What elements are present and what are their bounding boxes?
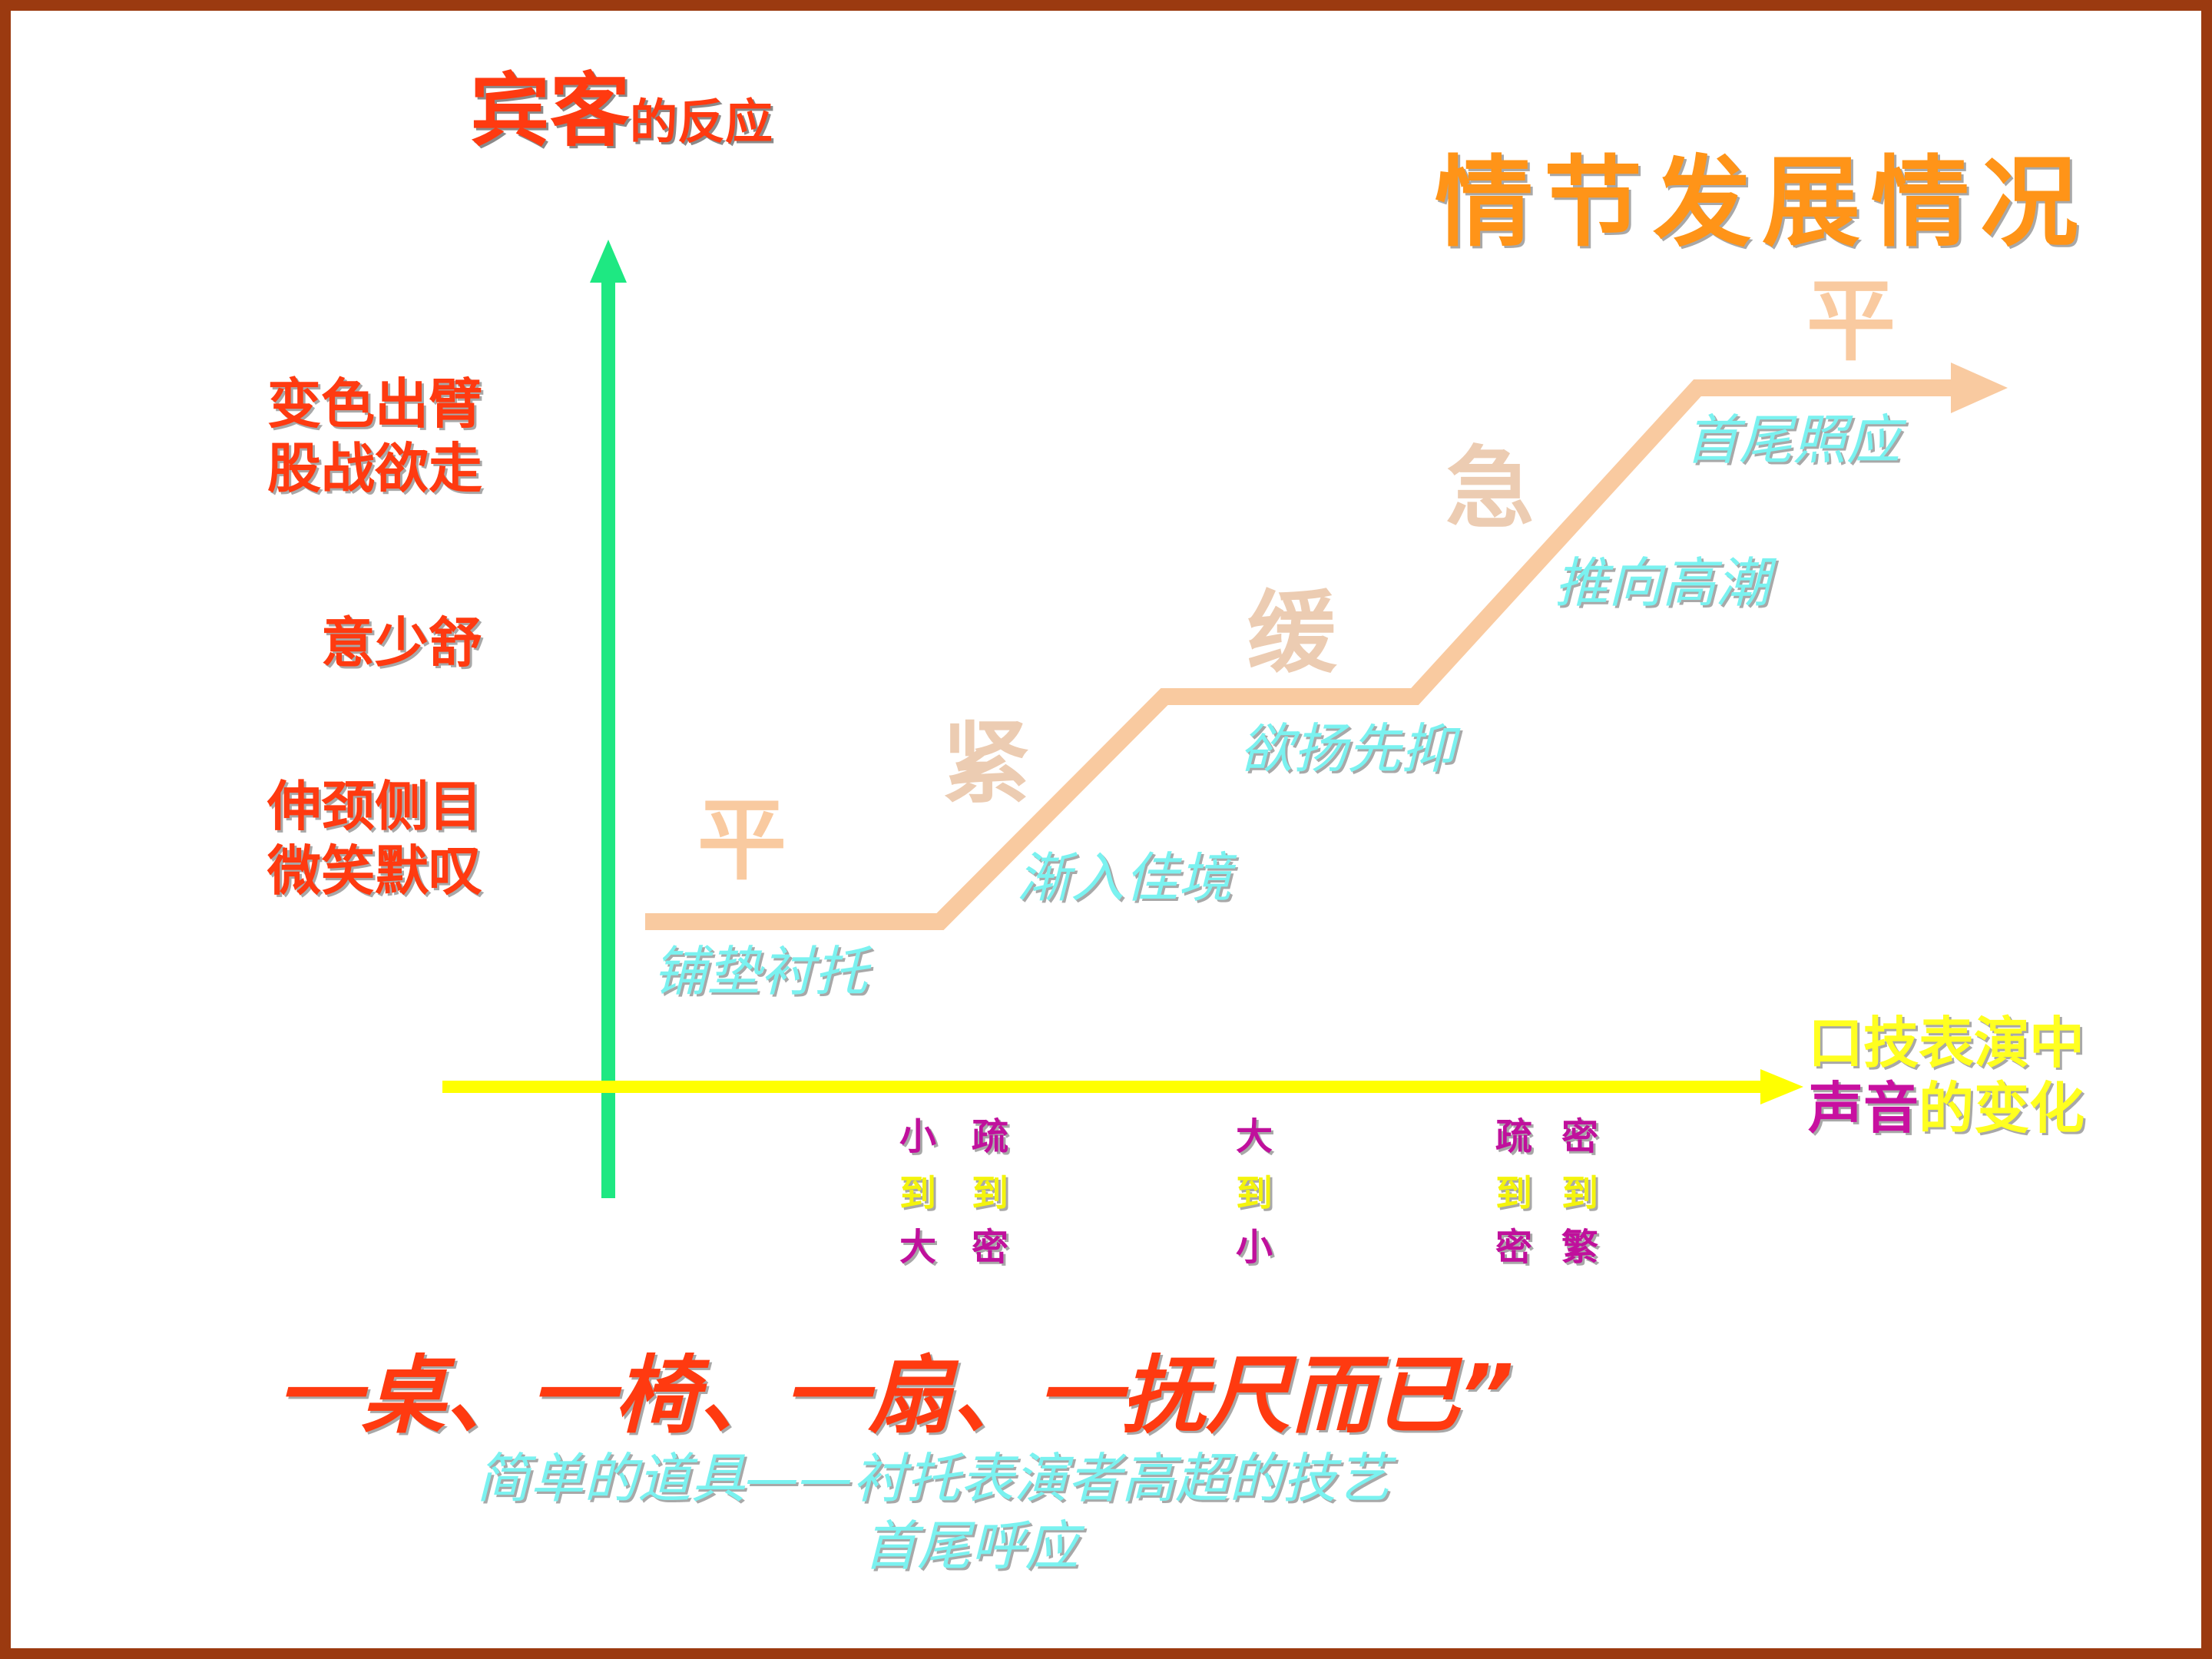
stage-desc: 渐入佳境: [1017, 846, 1232, 909]
voice-change-char: 密: [1495, 1226, 1532, 1269]
stage-desc: 欲扬先抑: [1240, 717, 1455, 780]
reaction-text: 意少舒: [321, 611, 482, 674]
reaction-middle: 意少舒: [321, 611, 482, 675]
voice-change-char: 疏: [1495, 1115, 1532, 1158]
x-axis-label-voice: 声音: [1808, 1075, 1919, 1141]
stage-desc: 首尾照应: [1685, 409, 1900, 472]
y-axis-arrow: [590, 240, 627, 283]
voice-change-char: 大: [899, 1226, 936, 1269]
plot-title: 情节发展情况: [1435, 145, 2090, 260]
reaction-low: 伸颈侧目 微笑默叹: [267, 774, 482, 903]
stage-desc: 推向高潮: [1555, 551, 1770, 614]
stage-char-ji: 急: [1445, 436, 1535, 541]
voice-change-char: 到: [971, 1172, 1008, 1215]
x-axis-label-line1: 口技表演中: [1808, 1011, 2085, 1075]
stage-char-ping-end: 平: [1806, 269, 1896, 373]
voice-change-char: 到: [1495, 1172, 1532, 1215]
voice-change-char: 密: [971, 1226, 1008, 1269]
voice-change-char: 到: [899, 1172, 936, 1215]
x-axis-label-change: 的变化: [1919, 1075, 2085, 1141]
quote-text: 一桌、一椅、一扇、一抚尺而已”: [276, 1346, 1514, 1445]
y-axis-title-main: 宾客: [470, 63, 631, 157]
voice-change-char: 疏: [971, 1115, 1008, 1158]
plot-line-arrow: [1951, 363, 2008, 413]
y-axis-title-sub: 的反应: [630, 94, 773, 150]
voice-change-char: 密: [1561, 1115, 1598, 1158]
voice-change-char: 繁: [1561, 1226, 1598, 1269]
voice-change-char: 到: [1235, 1172, 1273, 1215]
voice-change-char: 小: [899, 1115, 936, 1158]
y-axis-title: 宾客的反应: [470, 71, 773, 151]
voice-change-char: 到: [1561, 1172, 1598, 1215]
stage-char-jin: 紧: [942, 711, 1031, 816]
stage-desc: 铺垫衬托: [653, 940, 868, 1003]
voice-change-char: 小: [1235, 1226, 1273, 1269]
stage-char-ping-start: 平: [697, 788, 786, 892]
x-axis-label-line2: 声音的变化: [1808, 1076, 2085, 1141]
stage-char-huan: 缓: [1247, 581, 1336, 685]
x-axis-arrow: [1760, 1069, 1803, 1104]
reaction-high: 变色出臂 股战欲走: [267, 372, 482, 501]
voice-change-char: 大: [1235, 1115, 1273, 1158]
reaction-text: 变色出臂: [267, 373, 482, 435]
reaction-text: 微笑默叹: [267, 839, 482, 902]
plot-step-line: [645, 379, 1951, 930]
bottom-caption: 简单的道具——衬托表演者高超的技艺: [476, 1447, 1390, 1510]
x-axis-label: 口技表演中 声音的变化: [1808, 1011, 2085, 1141]
bottom-caption-2: 首尾呼应: [863, 1515, 1078, 1578]
reaction-text: 伸颈侧目: [267, 775, 482, 838]
reaction-text: 股战欲走: [267, 437, 482, 500]
